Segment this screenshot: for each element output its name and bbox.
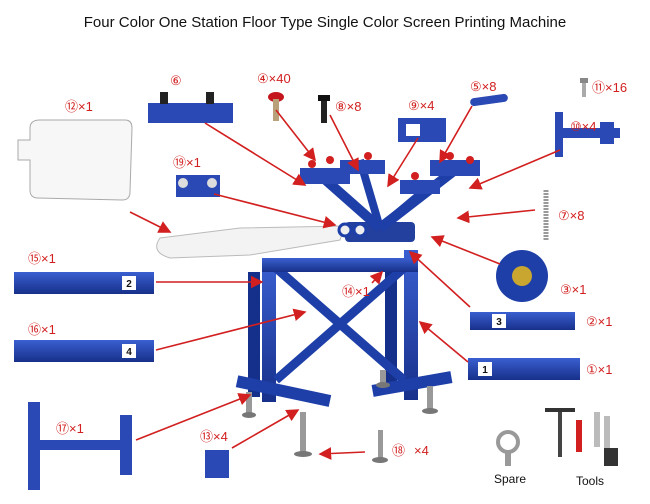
callout-part-14: ⑭×1 bbox=[342, 284, 370, 299]
callout-part-13: ⑬×4 bbox=[200, 429, 228, 444]
callout-part-10: ⑩×4 bbox=[570, 119, 597, 134]
spare-label: Spare bbox=[494, 472, 527, 486]
machine-frame bbox=[156, 152, 480, 457]
part-17-frame bbox=[28, 402, 132, 490]
callout-part-1: ①×1 bbox=[586, 362, 613, 377]
part-9-bracket bbox=[398, 118, 446, 142]
part-2-beam: 3 bbox=[470, 312, 575, 330]
callout-part-2: ②×1 bbox=[586, 314, 613, 329]
callout-part-16: ⑯×1 bbox=[28, 322, 56, 337]
part-10-clamp bbox=[555, 112, 620, 157]
callout-part-15: ⑮×1 bbox=[28, 251, 56, 266]
part-16-beam: 4 bbox=[14, 340, 154, 362]
callout-part-11: ⑪×16 bbox=[592, 80, 628, 95]
spare-eyebolt bbox=[496, 430, 520, 466]
callout-part-6: ⑥ bbox=[170, 73, 182, 88]
callout-part-8: ⑧×8 bbox=[335, 99, 362, 114]
tools-set bbox=[545, 408, 618, 466]
callout-part-9: ⑨×4 bbox=[408, 98, 435, 113]
part-11-screw bbox=[580, 78, 588, 97]
part-1-beam: 1 bbox=[468, 358, 580, 380]
part-3-hub bbox=[496, 250, 548, 302]
callout-part-12: ⑫×1 bbox=[65, 99, 93, 114]
callout-arrows bbox=[129, 105, 561, 460]
part-18-foot bbox=[372, 430, 388, 463]
tools-label: Tools bbox=[576, 474, 605, 488]
part-13-block bbox=[205, 450, 229, 478]
beam-number-1: 1 bbox=[482, 365, 488, 376]
part-19-block bbox=[176, 175, 220, 197]
callout-part-7: ⑦×8 bbox=[558, 208, 585, 223]
part-8-bolt bbox=[318, 95, 330, 123]
callout-part-18: ⑱ bbox=[392, 443, 406, 458]
part-12-platen bbox=[17, 119, 133, 201]
callout-part-18-qty: ×4 bbox=[414, 443, 429, 458]
callout-part-5: ⑤×8 bbox=[470, 79, 497, 94]
part-6-bar bbox=[148, 92, 233, 123]
beam-number-3: 3 bbox=[496, 317, 502, 328]
part-5-plate bbox=[470, 93, 508, 107]
callout-part-4: ④×40 bbox=[257, 71, 291, 86]
beam-number-2: 2 bbox=[126, 279, 132, 290]
callout-part-3: ③×1 bbox=[560, 282, 587, 297]
part-15-beam: 2 bbox=[14, 272, 154, 294]
callout-part-17: ⑰×1 bbox=[56, 421, 84, 436]
callout-part-19: ⑲×1 bbox=[173, 155, 201, 170]
beam-number-4: 4 bbox=[126, 347, 132, 358]
diagram-title: Four Color One Station Floor Type Single… bbox=[83, 14, 567, 31]
